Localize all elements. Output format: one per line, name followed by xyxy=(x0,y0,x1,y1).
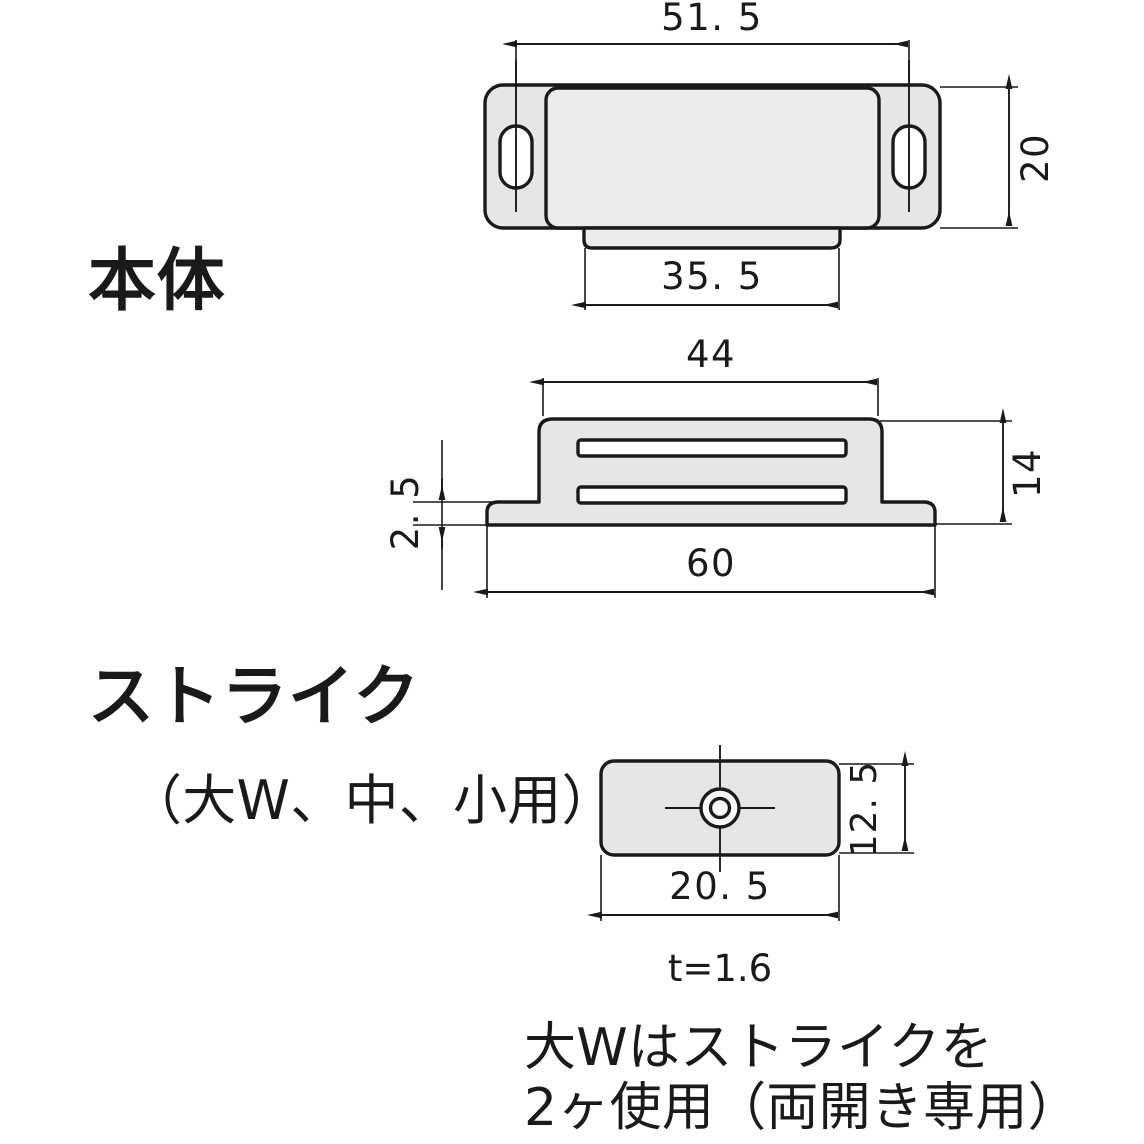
dim-label-14: 14 xyxy=(1006,448,1049,498)
body-side-profile xyxy=(485,417,937,527)
label-strike-part: ストライク xyxy=(88,658,420,735)
dim-label-35-5: 35. 5 xyxy=(661,255,763,298)
body-side-slot-upper xyxy=(576,438,848,458)
strike-screw-hole-inner xyxy=(708,796,732,820)
dim-label-2-5: 2. 5 xyxy=(384,474,427,551)
note-text-line-1: 大Wはストライクを xyxy=(524,1018,993,1078)
view-body-plan: 51. 5 20 35. 5 xyxy=(483,0,1057,310)
body-magnet-block xyxy=(544,86,881,230)
dim-label-44: 44 xyxy=(686,333,736,376)
body-side-slot-lower xyxy=(576,485,848,505)
dim-label-60: 60 xyxy=(686,542,736,585)
label-strike-applicability: （大W、中、小用） xyxy=(128,769,616,832)
dim-label-thickness: t=1.6 xyxy=(668,947,772,990)
dim-label-20-5: 20. 5 xyxy=(669,865,771,908)
label-body-part: 本体 xyxy=(88,242,226,321)
dim-label-51-5: 51. 5 xyxy=(661,0,763,39)
view-strike-plate: 12. 5 20. 5 t=1.6 xyxy=(587,745,914,990)
dim-label-20: 20 xyxy=(1014,133,1057,183)
dim-label-12-5: 12. 5 xyxy=(844,761,885,858)
note-text-line-2: 2ヶ使用（両開き専用） xyxy=(524,1078,1080,1138)
body-base-lip xyxy=(582,226,842,250)
view-body-side: 44 14 2. 5 60 xyxy=(384,333,1049,598)
